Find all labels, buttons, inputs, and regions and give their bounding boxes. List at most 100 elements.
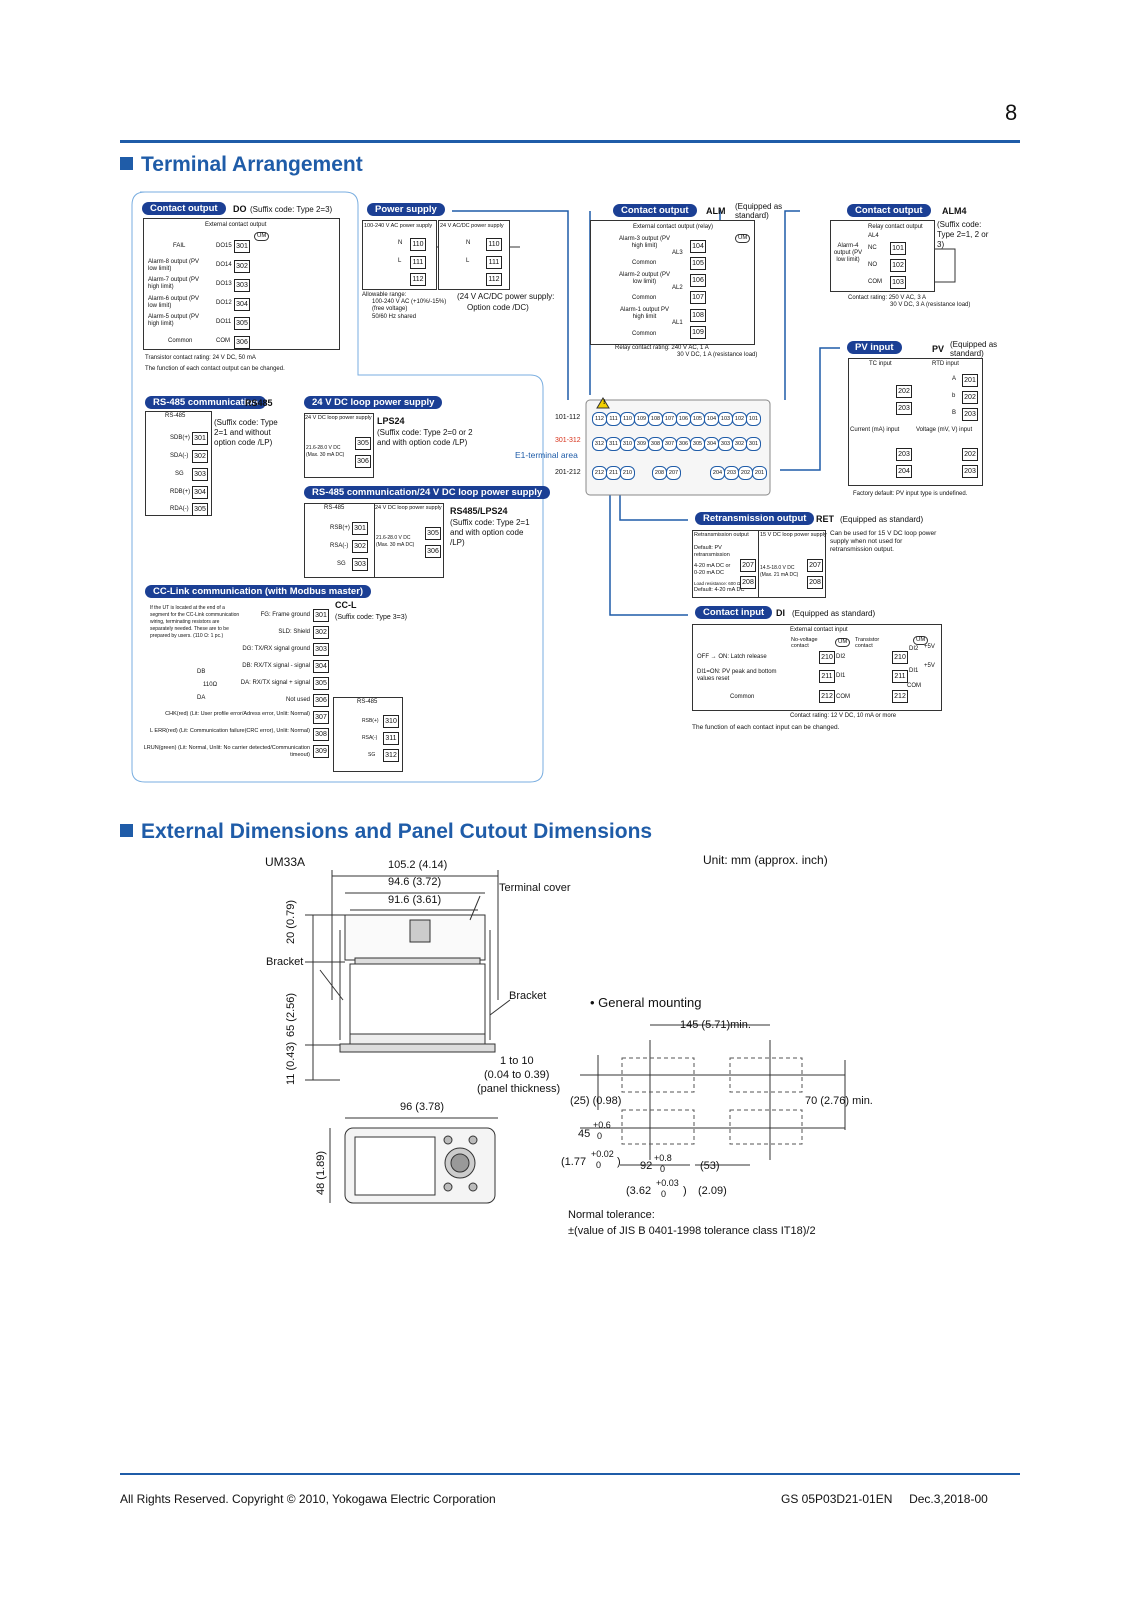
ccl-row-label: DG: TX/RX signal ground (242, 646, 310, 652)
pv-note: Factory default: PV input type is undefi… (853, 491, 968, 497)
alm4-no: NO (868, 262, 877, 268)
di-equip: (Equipped as standard) (792, 609, 876, 618)
terminal-circle: 101 (746, 412, 761, 426)
alm4-al: AL4 (868, 233, 879, 239)
ret-col1: Retransmission output (694, 532, 749, 538)
dim-tol: +0.8 (654, 1153, 672, 1163)
terminal-box: 306 (313, 694, 329, 707)
dim-tol: 0 (661, 1189, 667, 1199)
dim-label: Terminal cover (499, 882, 571, 894)
pv-pill: PV input (847, 341, 902, 354)
um-badge: UM (254, 232, 270, 241)
do-header: External contact output (205, 222, 267, 228)
row-label: 201-212 (555, 469, 581, 476)
alm-rating: Relay contact rating: 240 V AC, 1 A (615, 345, 709, 351)
terminal-circle: 109 (634, 412, 649, 426)
ret-code: RET (816, 514, 834, 524)
terminal-box: 107 (690, 291, 706, 304)
l-label: L (398, 258, 402, 264)
terminal-box: 211 (892, 670, 908, 683)
terminal-box: 303 (352, 558, 368, 571)
terminal-circle: 312 (592, 437, 607, 451)
terminal-box: 306 (234, 336, 250, 349)
do-row-label: Common (168, 338, 193, 344)
dim-tol: 0 (660, 1164, 666, 1174)
rtd-label: A (952, 376, 957, 382)
dim-label: 91.6 (3.61) (388, 894, 442, 906)
dim-label: 96 (3.78) (400, 1101, 445, 1113)
ccl-rs-label: RSB(+) (362, 718, 379, 724)
pv-voltage: Voltage (mV, V) input (916, 427, 973, 433)
ret-ma: 0-20 mA DC (694, 570, 724, 576)
um-badge: UM (913, 636, 929, 645)
power-note: Allowable range: (362, 292, 407, 298)
dim-tol: +0.6 (593, 1120, 611, 1130)
alm4-nc: NC (868, 245, 877, 251)
terminal-box: 301 (352, 522, 368, 535)
terminal-box: 304 (313, 660, 329, 673)
do-row-label: FAIL (173, 243, 186, 249)
di-5v: +5V (924, 644, 935, 650)
ret-ma: 4-20 mA DC or (694, 563, 731, 569)
terminal-circle: 105 (690, 412, 705, 426)
terminal-box: 210 (892, 651, 908, 664)
ccl-row-label: DB: RX/TX signal - signal (242, 663, 310, 669)
lps-rating: 21.6-28.0 V DC (Max. 30 mA DC) (306, 445, 345, 458)
di-row-label: OFF → ON: Latch release (697, 654, 767, 660)
model-label: UM33A (265, 855, 306, 869)
di-row-di: DI2 (909, 646, 919, 652)
terminal-box: 112 (486, 273, 502, 286)
terminal-box: 207 (740, 559, 756, 572)
terminal-box: 305 (313, 677, 329, 690)
terminal-circle: 303 (718, 437, 733, 451)
dim-label: ) (683, 1185, 687, 1197)
ccl-row-label: Not used (285, 697, 310, 703)
pv-code: PV (932, 344, 945, 354)
terminal-box: 302 (234, 260, 250, 273)
dim-label: 92 (640, 1160, 653, 1172)
terminal-box: 102 (890, 259, 906, 272)
terminal-box: 212 (819, 690, 835, 703)
alm-table (590, 220, 755, 345)
dim-label: 105.2 (4.14) (388, 859, 448, 871)
section-title-dimensions: External Dimensions and Panel Cutout Dim… (120, 820, 652, 844)
combo-row-label: RSB(+) (330, 525, 350, 531)
terminal-box: 301 (192, 432, 208, 445)
terminal-circle: 310 (620, 437, 635, 451)
terminal-circle: 103 (718, 412, 733, 426)
rs485-suffix: (Suffix code: Type 2=1 and without optio… (214, 418, 278, 447)
lps-header: 24 V DC loop power supply (305, 415, 372, 421)
ret-equip: (Equipped as standard) (840, 515, 924, 524)
dim-label: Bracket (509, 990, 547, 1002)
terminal-circle: 306 (676, 437, 691, 451)
n-label: N (466, 240, 471, 246)
terminal-box: 303 (234, 279, 250, 292)
dim-label: 48 (1.89) (315, 1150, 327, 1195)
terminal-box: 111 (410, 256, 426, 269)
rs485-row-label: RDB(+) (170, 489, 191, 495)
ccl-ohm: 110Ω (203, 682, 218, 688)
di-5v: +5V (924, 663, 935, 669)
pv-tc: TC input (869, 361, 892, 367)
terminal-circle: 111 (606, 412, 621, 426)
terminal-box: 301 (313, 609, 329, 622)
terminal-box: 301 (234, 240, 250, 253)
do-row-do: DO12 (216, 300, 232, 306)
di-rating: Contact rating: 12 V DC, 10 mA or more (790, 713, 897, 719)
alm-row-label: Alarm-1 output PV high limit (619, 307, 670, 320)
ccl-note: If the UT is located at the end of a seg… (150, 605, 240, 639)
di-code: DI (776, 608, 785, 618)
ret-load: Load resistance: 600 Ω or less (694, 581, 755, 586)
do-note: The function of each contact output can … (145, 366, 285, 372)
ccl-pill: CC-Link communication (with Modbus maste… (145, 585, 372, 598)
power-pill: Power supply (367, 203, 445, 216)
l-label: L (466, 258, 470, 264)
dim-label: ) (617, 1156, 621, 1168)
terminal-circle: 201 (752, 466, 767, 480)
n-label: N (398, 240, 403, 246)
dim-label: (0.04 to 0.39) (484, 1069, 550, 1081)
alm4-rating: Contact rating: 250 V AC, 3 A (848, 295, 927, 301)
ret-pill: Retransmission output (695, 512, 815, 525)
rs485-table (145, 411, 212, 516)
ret-default-pv: Default: PV retransmission (694, 545, 730, 558)
